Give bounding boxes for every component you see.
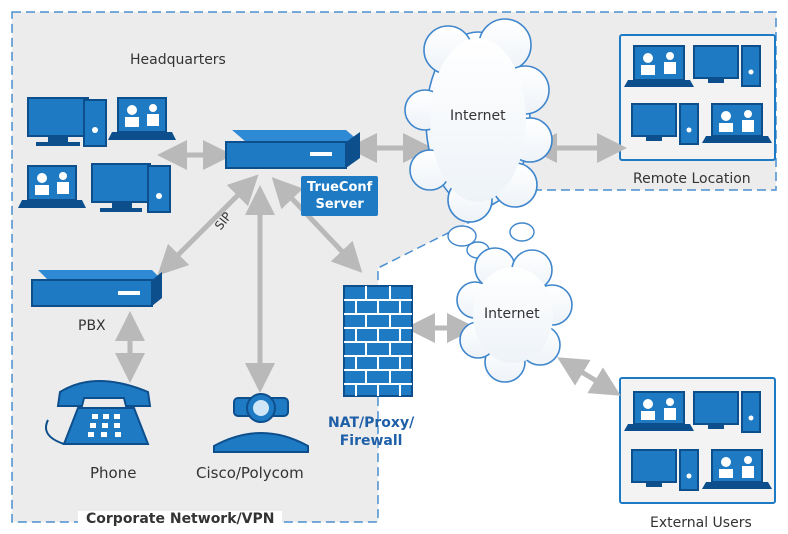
pbx-label: PBX: [78, 318, 106, 334]
server-label-line2: Server: [315, 197, 364, 212]
phone-icon: [45, 380, 152, 445]
cloud-puffs: [447, 222, 535, 259]
nat-label-line1: NAT/Proxy/: [328, 415, 415, 431]
firewall-icon: [343, 285, 413, 397]
internet-bottom-label: Internet: [484, 306, 540, 322]
hq-computers: [18, 97, 176, 213]
arrow-internet-external: [557, 357, 621, 396]
corporate-network-label: Corporate Network/VPN: [78, 511, 283, 527]
external-users-label: External Users: [650, 515, 752, 531]
arrow-server-firewall: [271, 177, 363, 273]
headquarters-label: Headquarters: [130, 52, 226, 68]
trueconf-server-icon: [225, 130, 360, 169]
nat-firewall-label: NAT/Proxy/ Firewall: [328, 414, 414, 450]
pbx-icon: [31, 270, 162, 307]
nat-label-line2: Firewall: [339, 433, 403, 449]
remote-location-devices: [624, 45, 772, 145]
cisco-polycom-icon: [213, 393, 309, 453]
external-users-devices: [624, 391, 772, 491]
cisco-polycom-label: Cisco/Polycom: [196, 464, 304, 482]
remote-location-label: Remote Location: [633, 171, 751, 187]
phone-label: Phone: [90, 464, 137, 482]
internet-cloud-bottom: [456, 247, 573, 383]
arrow-server-pbx: [157, 174, 259, 276]
trueconf-server-badge: TrueConf Server: [301, 176, 379, 216]
internet-top-label: Internet: [450, 108, 506, 124]
internet-cloud-top: [404, 18, 553, 223]
server-label-line1: TrueConf: [307, 180, 373, 195]
